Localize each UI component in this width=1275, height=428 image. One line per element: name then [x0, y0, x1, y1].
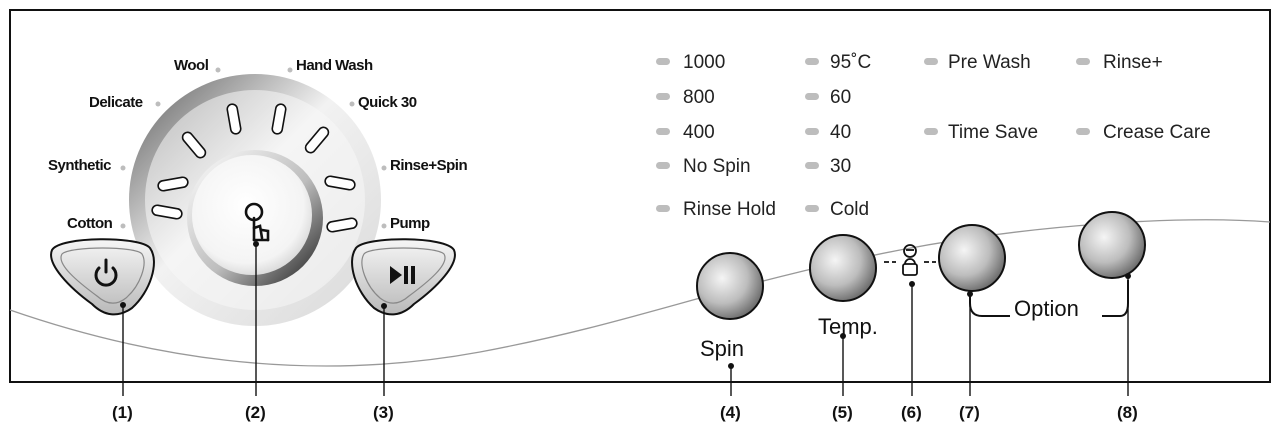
dial-tick-marks [151, 103, 358, 233]
programme-synthetic-label: Synthetic [48, 157, 111, 174]
programme-dial[interactable] [129, 74, 381, 326]
option-rinse-plus: Rinse+ [1103, 52, 1163, 73]
callout-leader-lines [120, 241, 1131, 396]
temp-button[interactable] [809, 234, 877, 302]
spin-button-label: Spin [700, 336, 744, 361]
touch-hand-icon [244, 202, 270, 242]
spin-option-no-spin: No Spin [683, 156, 751, 177]
spin-option-400: 400 [683, 122, 715, 143]
child-lock-icon [884, 244, 936, 276]
option-time-save: Time Save [948, 122, 1038, 143]
option-button-1[interactable] [938, 224, 1006, 292]
power-icon [94, 258, 118, 287]
spin-speed-list: 1000 800 400 No Spin Rinse Hold [656, 52, 776, 220]
spin-button[interactable] [696, 252, 764, 320]
spin-option-800: 800 [683, 87, 715, 108]
callout-numbers: (1) (2) (3) (4) (5) (6) (7) (8) [112, 403, 1138, 422]
spin-option-1000: 1000 [683, 52, 725, 73]
option-button-2[interactable] [1078, 211, 1146, 279]
temp-option-95: 95˚C [830, 52, 871, 73]
extra-options-list: Pre Wash Rinse+ Time Save Crease Care [924, 52, 1211, 143]
option-button-label: Option [1014, 296, 1079, 321]
callout-3: (3) [373, 403, 394, 422]
programme-delicate-label: Delicate [89, 94, 143, 111]
temperature-list: 95˚C 60 40 30 Cold [805, 52, 871, 220]
callout-8: (8) [1117, 403, 1138, 422]
spin-option-rinse-hold: Rinse Hold [683, 199, 776, 220]
play-pause-icon [390, 266, 415, 284]
power-button[interactable] [50, 238, 155, 316]
programme-rinse-spin-label: Rinse+Spin [390, 157, 467, 174]
callout-5: (5) [832, 403, 853, 422]
option-crease-care: Crease Care [1103, 122, 1211, 143]
temp-option-30: 30 [830, 156, 851, 177]
temp-button-label: Temp. [818, 314, 878, 339]
programme-pump-label: Pump [390, 215, 430, 232]
callout-4: (4) [720, 403, 741, 422]
start-pause-button[interactable] [351, 238, 456, 316]
callout-2: (2) [245, 403, 266, 422]
temp-option-cold: Cold [830, 199, 869, 220]
callout-7: (7) [959, 403, 980, 422]
temp-option-60: 60 [830, 87, 851, 108]
callout-6: (6) [901, 403, 922, 422]
programme-cotton-label: Cotton [67, 215, 113, 232]
programme-wool-label: Wool [174, 57, 209, 74]
programme-hand-wash-label: Hand Wash [296, 57, 373, 74]
option-pre-wash: Pre Wash [948, 52, 1031, 73]
programme-labels: Wool Hand Wash Delicate Quick 30 Synthet… [48, 57, 468, 232]
temp-option-40: 40 [830, 122, 851, 143]
callout-1: (1) [112, 403, 133, 422]
programme-quick-30-label: Quick 30 [358, 94, 417, 111]
